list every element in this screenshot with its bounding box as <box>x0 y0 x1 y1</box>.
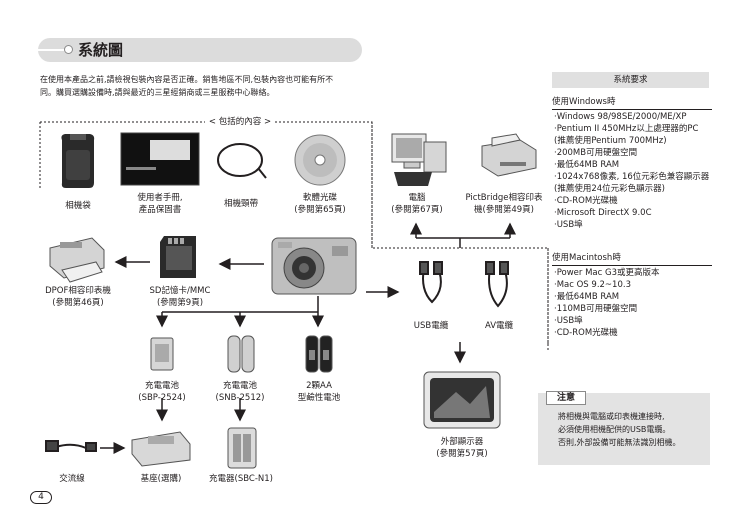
manual-icon <box>120 132 200 186</box>
software-cd-icon <box>294 134 346 186</box>
package-contents-label: < 包括的內容 > <box>205 116 275 128</box>
mac-req-item: ·CD-ROM光碟機 <box>554 328 618 338</box>
battery-snb-line-2: (SNB-2512) <box>215 393 265 403</box>
software-label: 軟體光碟 (參閱第65頁) <box>280 192 360 216</box>
av-cable-icon <box>485 261 509 308</box>
mac-title-rule <box>552 265 712 266</box>
dpof-printer-label: DPOF相容印表機 (參閱第46頁) <box>38 285 118 309</box>
mac-req-item: ·110MB可用硬盤空間 <box>554 304 638 314</box>
page-title: 系統圖 <box>78 41 124 59</box>
sd-card-label: SD記憶卡/MMC (參閱第9頁) <box>140 285 220 309</box>
strap-icon <box>217 143 267 179</box>
page-number: 4 <box>30 491 52 504</box>
cradle-label: 基座(選購) <box>140 474 182 484</box>
usb-cable-label: USB電纜 <box>413 321 449 331</box>
title-bullet <box>64 45 73 54</box>
intro-line-1: 在使用本產品之前,請檢視包裝內容是否正確。銷售地區不同,包裝內容也可能有所不 <box>40 75 334 84</box>
windows-req-item: ·USB埠 <box>554 220 583 230</box>
windows-title-rule <box>552 109 712 110</box>
sd-card-icon <box>160 236 196 278</box>
ac-cord-icon <box>45 440 97 452</box>
mac-requirements-title: 使用Macintosh時 <box>552 253 621 263</box>
notice-box <box>538 393 710 465</box>
windows-req-item: ·最低64MB RAM <box>554 160 620 170</box>
windows-req-item: ·Microsoft DirectX 9.0C <box>554 208 652 218</box>
tv-label-line-2: (參閱第57頁) <box>436 449 488 459</box>
connector-lines <box>100 222 516 454</box>
tv-label: 外部顯示器 (參閱第57頁) <box>420 436 504 460</box>
battery-sbp-line-1: 充電電池 <box>144 381 179 391</box>
windows-req-item: ·200MB可用硬盤空間 <box>554 148 638 158</box>
camera-icon <box>271 237 357 295</box>
battery-snb-icon <box>227 335 255 373</box>
battery-sbp-label: 充電電池 (SBP-2524) <box>126 380 198 404</box>
mac-requirements-list: ·Power Mac G3或更高版本 ·Mac OS 9.2~10.3 ·最低6… <box>554 267 724 339</box>
pictbridge-label-line-2: 機(參閱第49頁) <box>474 205 534 215</box>
mac-req-item: ·Mac OS 9.2~10.3 <box>554 280 631 290</box>
intro-line-2: 同。購買選購設備時,請與最近的三星經銷商或三星服務中心聯絡。 <box>40 88 275 97</box>
mac-req-item: ·Power Mac G3或更高版本 <box>554 268 660 278</box>
pictbridge-label-line-1: PictBridge相容印表 <box>465 193 543 203</box>
notice-line-1: 將相機與電腦或印表機連接時, <box>558 412 665 421</box>
pc-label-line-1: 電腦 <box>408 193 426 203</box>
battery-sbp-icon <box>150 337 174 371</box>
intro-paragraph: 在使用本產品之前,請檢視包裝內容是否正確。銷售地區不同,包裝內容也可能有所不 同… <box>40 73 370 99</box>
tv-label-line-1: 外部顯示器 <box>440 437 484 447</box>
mac-req-item: ·最低64MB RAM <box>554 292 620 302</box>
tv-icon <box>423 371 501 429</box>
windows-req-item: (推薦使用Pentium 700MHz) <box>554 136 667 146</box>
windows-requirements-list: ·Windows 98/98SE/2000/ME/XP ·Pentium II … <box>554 111 724 231</box>
windows-req-item: ·Pentium II 450MHz以上處理器的PC <box>554 124 699 134</box>
aa-battery-line-1: 2顆AA <box>306 381 332 391</box>
dpof-label-line-2: (參閱第46頁) <box>52 298 104 308</box>
strap-label: 相機頸帶 <box>223 199 258 209</box>
software-label-line-2: (參閱第65頁) <box>294 205 346 215</box>
battery-snb-label: 充電電池 (SNB-2512) <box>204 380 276 404</box>
battery-snb-line-1: 充電電池 <box>222 381 257 391</box>
pc-label: 電腦 (參閱第67頁) <box>382 192 452 216</box>
notice-line-3: 否則,外部設備可能無法識別相機。 <box>558 438 681 447</box>
dpof-printer-icon <box>49 237 105 283</box>
camera-case-label: 相機袋 <box>65 201 91 211</box>
battery-sbp-line-2: (SBP-2524) <box>138 393 186 403</box>
aa-battery-line-2: 型鹼性電池 <box>297 393 341 403</box>
charger-icon <box>227 427 257 469</box>
av-cable-label: AV電纜 <box>484 321 514 331</box>
camera-case-icon <box>61 134 95 188</box>
manual-label-line-2: 產品保固書 <box>138 205 182 215</box>
aa-battery-label: 2顆AA 型鹼性電池 <box>288 380 350 404</box>
title-bar-line <box>38 49 64 51</box>
windows-requirements-title: 使用Windows時 <box>552 97 616 107</box>
windows-req-item: ·CD-ROM光碟機 <box>554 196 618 206</box>
windows-req-item: ·Windows 98/98SE/2000/ME/XP <box>554 112 687 122</box>
notice-line-2: 必須使用相機配供的USB電纜。 <box>558 425 671 434</box>
software-label-line-1: 軟體光碟 <box>302 193 337 203</box>
notice-title: 注意 <box>546 391 586 405</box>
package-contents-box <box>39 121 549 345</box>
ac-cord-label: 交流線 <box>59 474 85 484</box>
dpof-label-line-1: DPOF相容印表機 <box>45 286 111 296</box>
pictbridge-printer-icon <box>481 133 537 177</box>
aa-battery-icon <box>305 335 333 373</box>
sysreq-header: 系統要求 <box>552 72 709 88</box>
manual-label-line-1: 使用者手冊, <box>137 193 183 203</box>
notice-text: 將相機與電腦或印表機連接時, 必須使用相機配供的USB電纜。 否則,外部設備可能… <box>558 410 706 449</box>
windows-req-item: ·1024x768像素, 16位元彩色兼容顯示器 <box>554 172 710 182</box>
manual-label: 使用者手冊, 產品保固書 <box>120 192 200 216</box>
title-bar <box>38 38 362 62</box>
pc-icon <box>391 133 447 186</box>
pc-label-line-2: (參閱第67頁) <box>391 205 443 215</box>
charger-label: 充電器(SBC-N1) <box>209 474 273 484</box>
windows-req-item: (推薦使用24位元彩色顯示器) <box>554 184 665 194</box>
mac-req-item: ·USB埠 <box>554 316 583 326</box>
sd-label-line-1: SD記憶卡/MMC <box>149 286 211 296</box>
usb-cable-icon <box>419 261 443 304</box>
pictbridge-printer-label: PictBridge相容印表 機(參閱第49頁) <box>458 192 550 216</box>
cradle-icon <box>131 431 191 467</box>
sd-label-line-2: (參閱第9頁) <box>156 298 204 308</box>
